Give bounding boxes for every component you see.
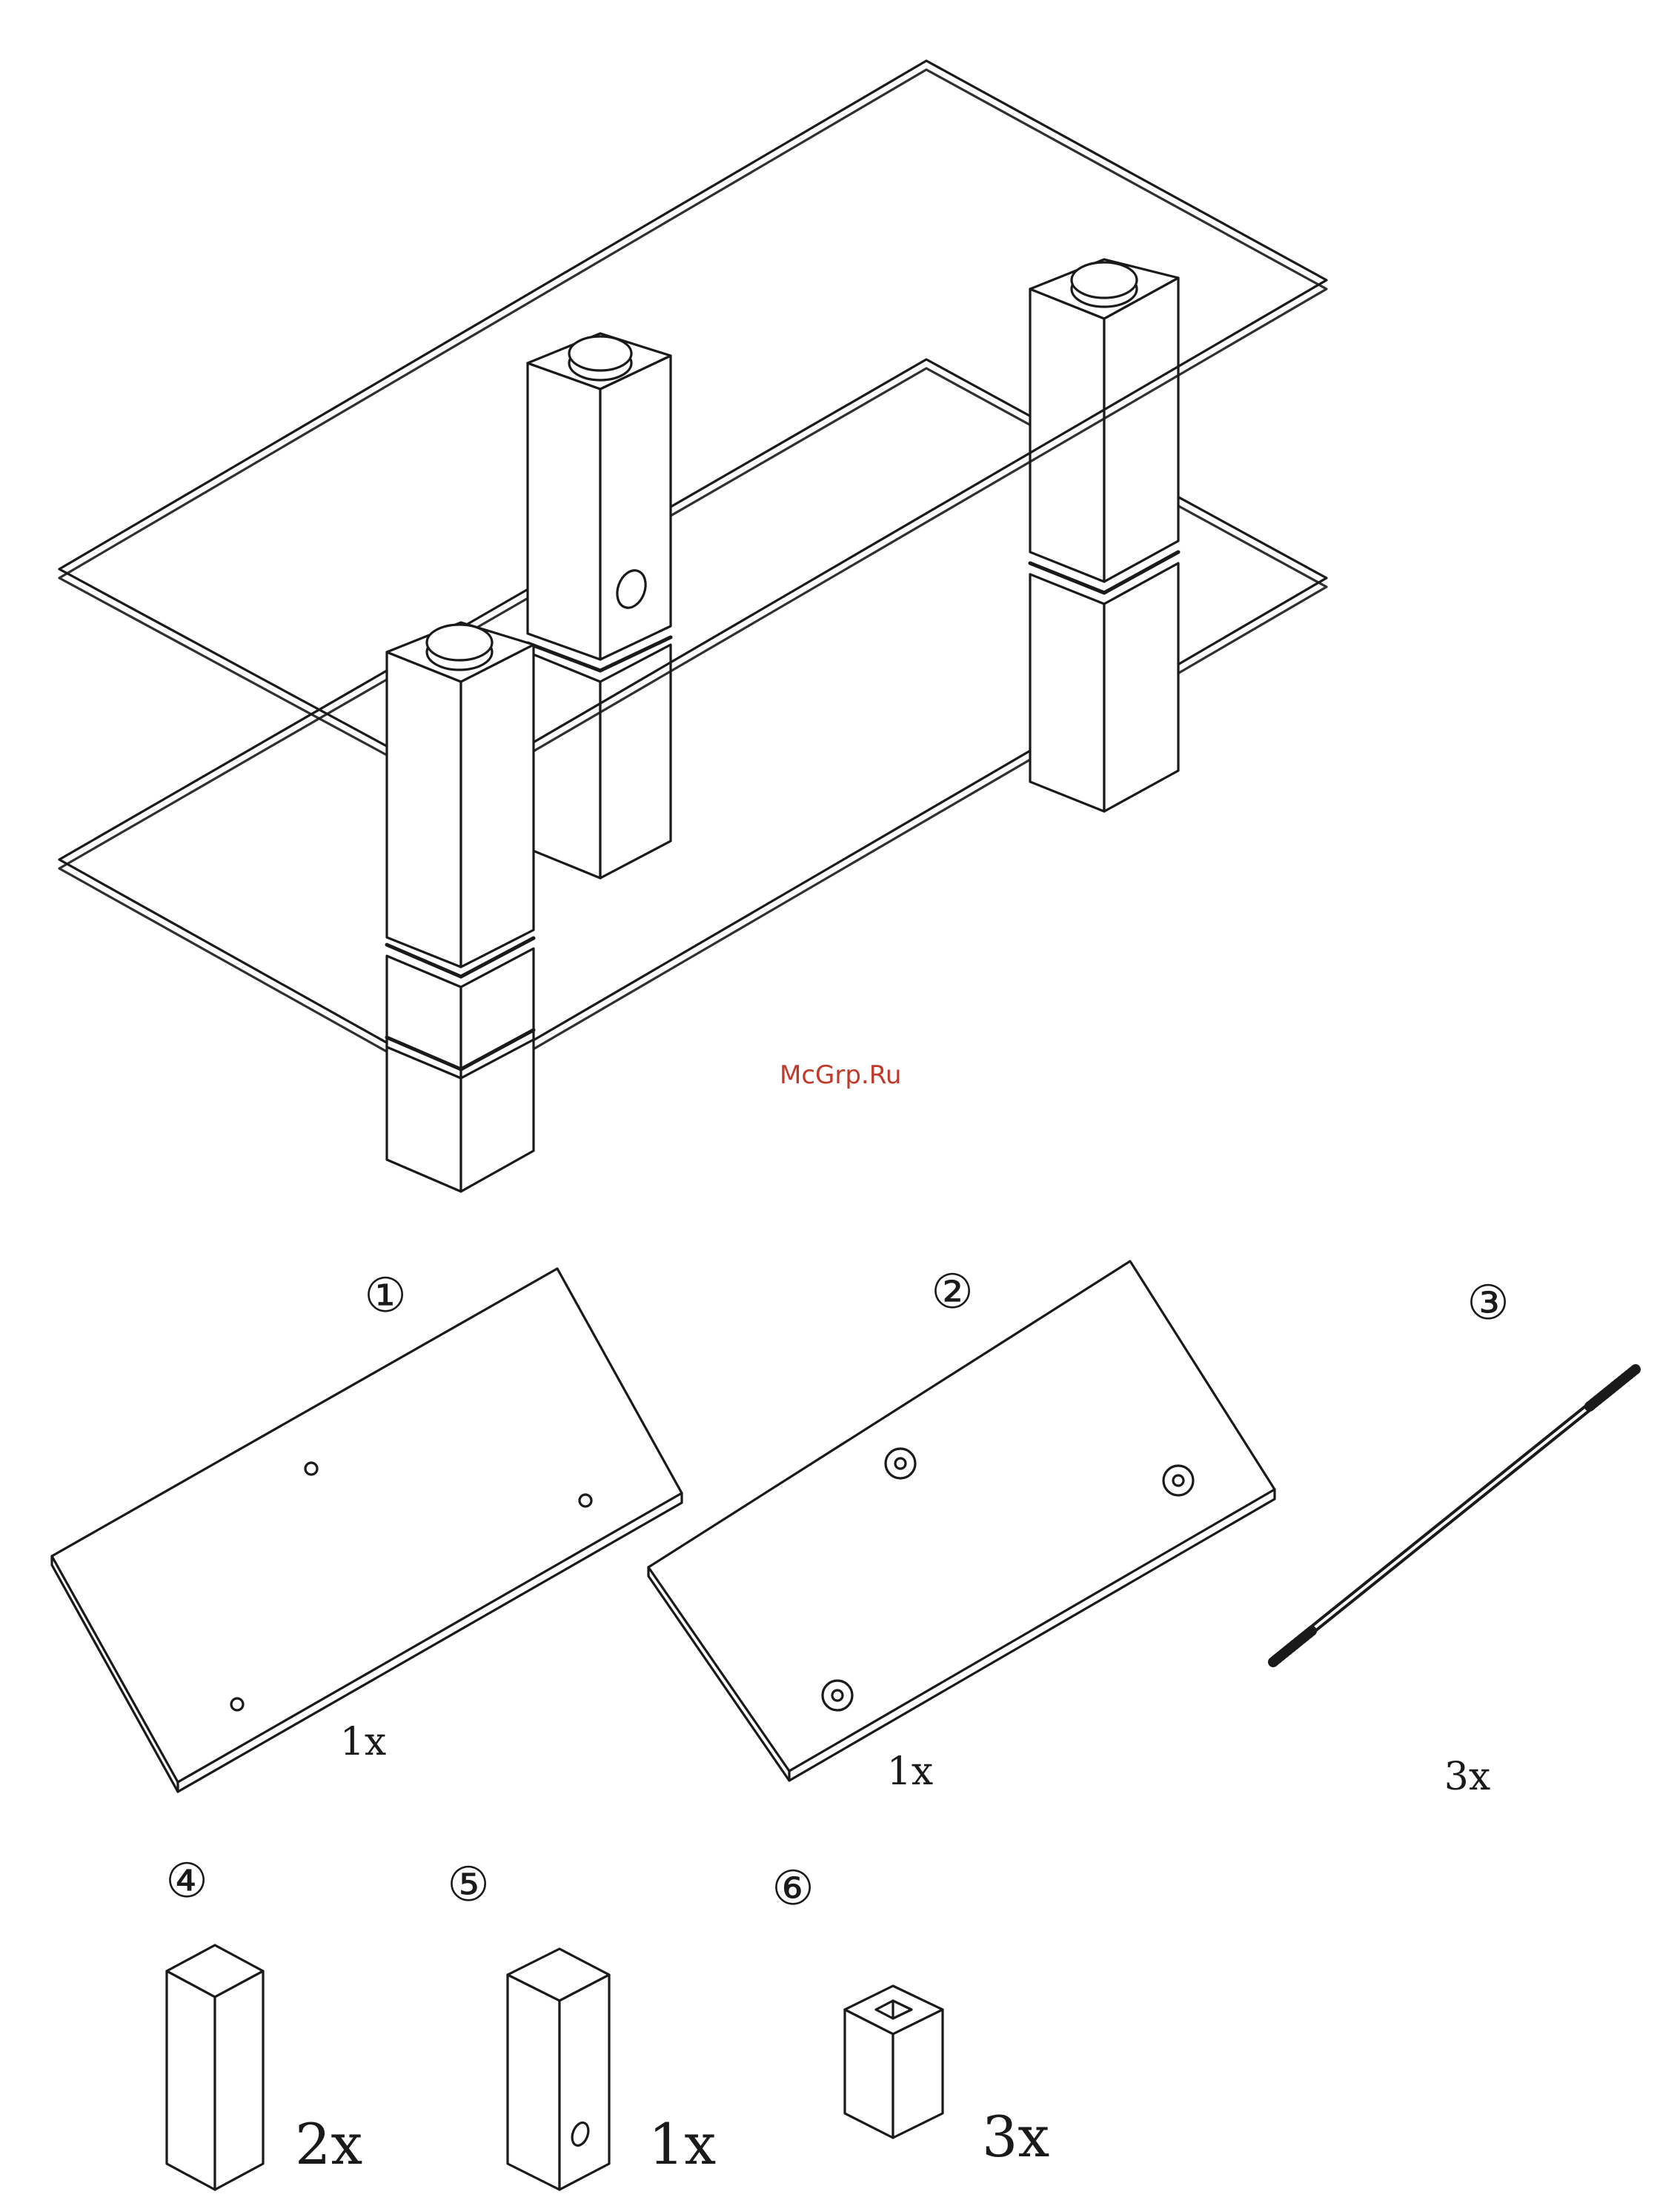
part-5-tall-leg-with-hole: [508, 1949, 609, 2190]
part-3-threaded-rod: [1273, 1369, 1636, 1662]
shelf-hole: [580, 1495, 591, 1506]
assembled-table: [59, 61, 1327, 1192]
part-1-top-shelf: [52, 1269, 682, 1792]
part-3-quantity: 3x: [1444, 1755, 1490, 1799]
part-4-tall-leg: [167, 1945, 263, 2190]
assembled-leg-back-right: [1030, 259, 1178, 811]
shelf-washer: [823, 1681, 852, 1710]
shelf-hole: [231, 1698, 243, 1710]
assembled-leg-front-left: [387, 622, 534, 1192]
part-6-quantity: 3x: [982, 2104, 1049, 2170]
shelf-washer: [1163, 1466, 1193, 1495]
part-6-number: ⑥: [771, 1861, 814, 1916]
part-2-bottom-shelf: [648, 1261, 1275, 1781]
part-4-quantity: 2x: [295, 2111, 362, 2177]
part-2-number: ②: [931, 1265, 973, 1320]
part-2-quantity: 1x: [887, 1750, 933, 1794]
part-3-number: ③: [1467, 1276, 1509, 1331]
part-4-number: ④: [165, 1854, 207, 1909]
assembled-leg-middle: [528, 333, 671, 878]
part-1-quantity: 1x: [340, 1720, 386, 1764]
part-6-short-foot: [845, 1986, 943, 2138]
shelf-washer: [886, 1449, 915, 1478]
shelf-hole: [305, 1463, 317, 1475]
watermark: McGrp.Ru: [780, 1060, 901, 1090]
part-5-number: ⑤: [447, 1858, 489, 1913]
part-5-quantity: 1x: [648, 2111, 716, 2177]
part-1-number: ①: [364, 1269, 406, 1323]
